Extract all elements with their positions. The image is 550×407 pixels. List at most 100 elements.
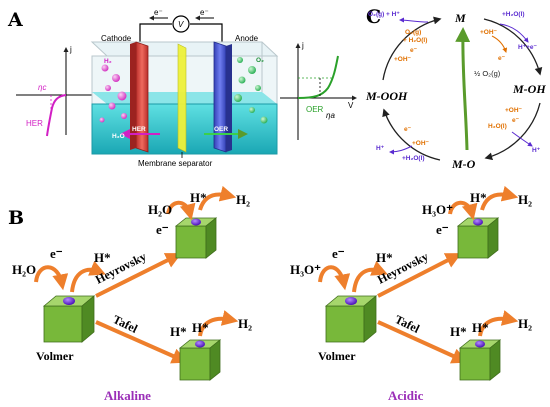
alk-top-electron-label: e⁻ [156, 222, 169, 237]
alk-volmer-out-arrow [70, 260, 106, 293]
circuit-wire-left [139, 23, 172, 50]
o2-bubble [238, 76, 246, 84]
acidic-caption: Acidic [388, 388, 424, 403]
tl-output-arrow [399, 17, 429, 23]
tl-hydroxide-label: +OH⁻ [394, 56, 412, 63]
alk-heyrovsky-in-arrow [166, 200, 196, 221]
active-site [191, 218, 201, 226]
membrane-separator [177, 43, 187, 153]
h2-bubble [108, 102, 116, 110]
o2-bubble [249, 107, 255, 113]
acidic-mechanism: H₃O⁺ e⁻ H* Volmer Heyrovsky Tafel H₃O⁺ e… [290, 185, 532, 403]
bl-hydroxide-label: +OH⁻ [412, 140, 430, 147]
alkaline-tafel-cube [178, 339, 222, 381]
external-circuit: V e⁻ e⁻ [139, 8, 223, 50]
her-plot-curve-label: HER [26, 119, 43, 128]
species-m-ooh: M-OOH [365, 89, 408, 103]
alk-top-h2-label: H₂ [236, 192, 250, 207]
her-curve [46, 94, 67, 137]
acid-heyrovsky-out-arrow [480, 185, 519, 211]
tr-proton-arrow [499, 23, 529, 43]
acid-top-electron-label: e⁻ [436, 222, 449, 237]
cycle-arrow-mooh-to-m [382, 16, 442, 81]
panel-b-letter: B [8, 207, 24, 229]
h2-gas-label: H₂ [104, 58, 112, 65]
panel-b: B H₂O e⁻ H* Volmer Heyrovsky Tafel [8, 185, 532, 403]
h2-bubble [121, 113, 127, 119]
bl-proton-arrow [389, 145, 413, 155]
her-cell-label: HER [132, 126, 146, 133]
acid-reactant-label: H₃O⁺ [290, 262, 321, 277]
cube-front [175, 225, 207, 259]
cube-side [487, 217, 499, 259]
h2-bubble [101, 64, 109, 72]
acid-volmer-in-arrow [318, 265, 351, 291]
cube-side [363, 295, 377, 343]
acid-volmer-out-arrow [352, 260, 388, 293]
her-plot-j-label: j [69, 45, 72, 54]
r-proton-arrow [511, 131, 533, 147]
alk-tafel-out-arrow [198, 310, 239, 337]
acid-top-hstar-label: H* [470, 190, 487, 205]
voltmeter-label: V [178, 20, 184, 29]
alk-reactant-label: H₂O [12, 262, 36, 277]
acid-volmer-label: Volmer [318, 349, 356, 363]
o2-gas-label: O₂ [256, 57, 264, 64]
alk-volmer-in-arrow [34, 265, 69, 291]
half-o2-label: ½ O₂(g) [474, 69, 501, 78]
active-site [475, 340, 485, 348]
acidic-tafel-cube [458, 339, 502, 381]
o2-bubble [255, 85, 261, 91]
alk-tafel-arrow [95, 320, 188, 364]
alk-top-reactant-label: H₂O [148, 202, 172, 217]
species-m-o: M-O [451, 157, 476, 171]
acid-heyrovsky-in-arrow [448, 200, 478, 221]
alk-bot-hstar1-label: H* [170, 324, 187, 339]
active-site [195, 340, 205, 348]
cube-front [179, 347, 211, 381]
alk-bot-hstar2-label: H* [192, 320, 209, 335]
oer-plot-curve-label: OER [306, 105, 324, 114]
o2-bubble [260, 116, 268, 124]
panel-c: C M M-OH M-O M-OOH ½ O₂(g) +H₂O(l) H⁺+e⁻… [365, 6, 546, 171]
acidic-heyrovsky-cube [456, 217, 500, 259]
bl-water-label: +H₂O(l) [402, 155, 425, 162]
alk-hstar-label: H* [94, 250, 111, 265]
cathode-electrode [135, 41, 149, 153]
active-site [473, 218, 483, 226]
alkaline-heyrovsky-cube [174, 217, 218, 259]
bl-electron-label: e⁻ [404, 126, 412, 133]
alk-volmer-label: Volmer [36, 349, 74, 363]
cycle-arrow-mo-to-mooh [382, 108, 441, 161]
oer-plot-v-label: V [348, 101, 354, 110]
h2-bubble [112, 74, 120, 82]
alk-heyrovsky-arrow [95, 253, 182, 298]
acid-heyrovsky-arrow [377, 253, 462, 298]
oer-curve [297, 55, 339, 99]
panel-a: A j V ηc HER V e⁻ e⁻ [7, 8, 357, 168]
anode-side [226, 44, 232, 152]
acid-electron-label: e⁻ [332, 246, 345, 261]
h2o-cell-label: H₂O [112, 133, 125, 140]
tl-o2-label: O₂(g) [405, 29, 421, 36]
r-proton-label: H⁺ [532, 147, 541, 154]
alk-bot-h2-label: H₂ [238, 316, 252, 331]
cube-front [325, 305, 365, 343]
bl-proton-label: H⁺ [376, 145, 385, 152]
o2-bubble [234, 94, 242, 102]
cube-side [489, 339, 501, 381]
alk-electron-label: e⁻ [50, 246, 63, 261]
hydrogen-bubbles [99, 64, 127, 123]
o2-bubble [237, 57, 243, 63]
acid-tafel-arrow [377, 320, 468, 364]
alk-top-hstar-label: H* [190, 190, 207, 205]
acid-tafel-out-arrow [478, 310, 519, 337]
cube-front [457, 225, 489, 259]
cube-front [43, 305, 83, 343]
separator-label: Membrane separator [138, 159, 213, 168]
circuit-wire-right [190, 23, 223, 50]
anode-electrode [213, 41, 227, 153]
tr-proton-label: H⁺+e⁻ [518, 44, 538, 51]
acidic-catalyst-cube [324, 295, 378, 343]
